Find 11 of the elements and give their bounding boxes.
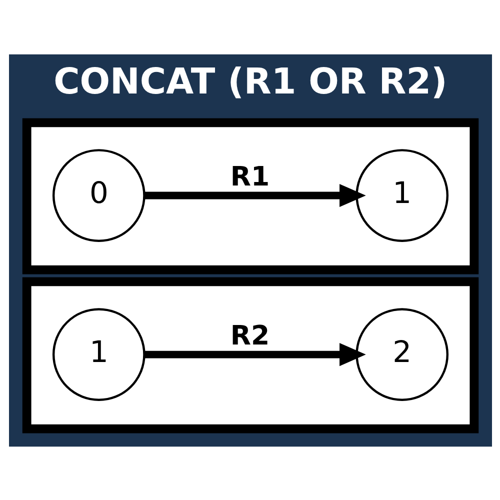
- edge-label: R2: [230, 320, 270, 352]
- node-circle: 2: [355, 308, 448, 400]
- node-circle: 0: [52, 148, 145, 242]
- diagram-title: CONCAT (R1 OR R2): [53, 60, 447, 102]
- node-circle: 1: [355, 148, 448, 242]
- cluster: [22, 276, 478, 433]
- arrow: [144, 342, 366, 366]
- edge-label: R1: [230, 161, 270, 192]
- cluster: [22, 118, 478, 274]
- arrow: [144, 183, 366, 207]
- node-circle: 1: [52, 308, 145, 400]
